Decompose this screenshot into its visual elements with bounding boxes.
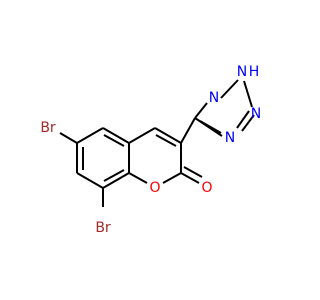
bond xyxy=(180,172,200,184)
bond xyxy=(102,172,130,189)
bond xyxy=(194,102,208,119)
bond xyxy=(103,169,125,182)
bond xyxy=(59,132,78,144)
atom-n-tetrazole-1: N xyxy=(209,90,219,106)
bond xyxy=(128,172,148,184)
bond xyxy=(155,134,177,147)
bond xyxy=(76,172,104,189)
bond xyxy=(128,127,156,144)
bond xyxy=(76,127,104,144)
atom-h-tetrazole: H xyxy=(249,64,260,80)
atom-n-tetrazole-2: N xyxy=(237,64,247,80)
atom-br-top: Br xyxy=(40,120,56,136)
bonds xyxy=(59,79,255,207)
bond xyxy=(241,114,255,132)
bond xyxy=(103,134,125,147)
bond xyxy=(236,110,250,129)
bond xyxy=(154,127,182,144)
bond xyxy=(162,172,182,184)
bond xyxy=(220,79,239,99)
atom-n-tetrazole-3: N xyxy=(251,106,261,122)
atom-o-ring: O xyxy=(149,180,160,196)
bond xyxy=(102,127,130,144)
bond xyxy=(243,80,253,108)
molecule-structure: Br Br O O N N H N N xyxy=(40,64,261,236)
atom-br-bottom: Br xyxy=(95,220,111,236)
atom-o-carbonyl: O xyxy=(201,180,212,196)
bond xyxy=(183,166,203,178)
atom-labels: Br Br O O N N H N N xyxy=(40,64,261,236)
atom-n-tetrazole-4: N xyxy=(225,130,235,146)
bond xyxy=(199,120,222,134)
bond xyxy=(180,117,196,144)
